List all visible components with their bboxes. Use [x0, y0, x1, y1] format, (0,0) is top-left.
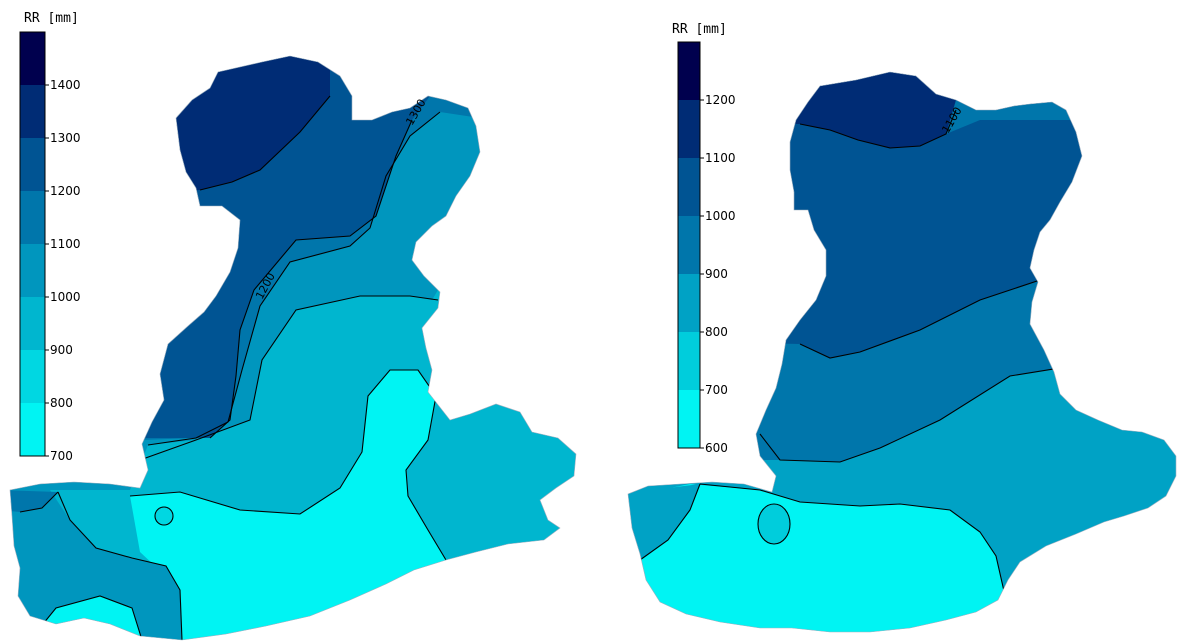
legend-left-ticks: 1400 1300 1200 1100 1000 900 800 700 — [45, 78, 81, 463]
legend-right-swatch — [678, 332, 700, 390]
legend-right-swatch — [678, 390, 700, 448]
legend-left-tick-label: 700 — [50, 449, 73, 463]
legend-right-tick-label: 600 — [705, 441, 728, 455]
legend-right-swatch — [678, 216, 700, 274]
legend-left-swatch — [20, 32, 45, 85]
legend-right-tick-label: 700 — [705, 383, 728, 397]
zone-600-700 — [628, 484, 1010, 632]
legend-left-swatch — [20, 244, 45, 297]
legend-right-tick-label: 800 — [705, 325, 728, 339]
legend-right-title: RR [mm] — [672, 22, 727, 37]
legend-right-tick-label: 900 — [705, 267, 728, 281]
legend-right-tick-label: 1100 — [705, 151, 736, 165]
legend-right-swatch — [678, 274, 700, 332]
legend-right-ticks: 1200 1100 1000 900 800 700 600 — [700, 93, 736, 455]
legend-left-tick-label: 1100 — [50, 237, 81, 251]
map-left — [10, 56, 576, 640]
legend-left-color-bar — [19, 31, 46, 457]
map-right — [628, 72, 1176, 632]
legend-right-swatch — [678, 100, 700, 158]
legend-left-swatch — [20, 191, 45, 244]
legend-right-tick-label: 1200 — [705, 93, 736, 107]
legend-left-tick-label: 900 — [50, 343, 73, 357]
legend-right: RR [mm] 1200 1100 1000 900 800 700 600 — [672, 22, 736, 455]
legend-left-title: RR [mm] — [24, 11, 79, 26]
legend-left-swatch — [20, 403, 45, 456]
legend-left-swatch — [20, 85, 45, 138]
legend-left-tick-label: 1300 — [50, 131, 81, 145]
zone-800-900-spot — [155, 507, 173, 525]
legend-right-swatch — [678, 42, 700, 100]
zone-700-800-spot — [758, 504, 790, 544]
legend-left-tick-label: 1000 — [50, 290, 81, 304]
legend-right-frame — [677, 41, 701, 449]
legend-right-tick-label: 1000 — [705, 209, 736, 223]
zone-700-800 — [130, 370, 446, 640]
legend-right-color-bar — [677, 41, 701, 449]
legend-left-swatch — [20, 138, 45, 191]
legend-left-swatch — [20, 350, 45, 403]
zone-west-800-900 — [628, 484, 700, 566]
legend-left-tick-label: 800 — [50, 396, 73, 410]
map-left-outline — [9, 55, 577, 641]
zone-west-1000-1100 — [10, 490, 182, 640]
legend-left-tick-label: 1200 — [50, 184, 81, 198]
legend-right-swatch — [678, 158, 700, 216]
map-right-outline — [627, 71, 1177, 633]
legend-left: RR [mm] 1400 1300 1200 1100 1000 900 800 700 — [19, 11, 81, 463]
legend-left-tick-label: 1400 — [50, 78, 81, 92]
legend-left-swatch — [20, 297, 45, 350]
